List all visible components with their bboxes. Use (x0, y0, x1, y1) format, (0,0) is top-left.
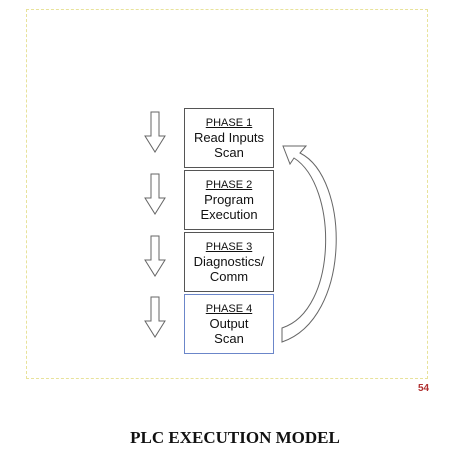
phase-text: Comm (209, 269, 249, 284)
down-arrow-icon (144, 296, 166, 338)
phase-text: Scan (214, 145, 244, 160)
phase-4-box: PHASE 4 Output Scan (184, 294, 274, 354)
phase-text: Scan (214, 331, 244, 346)
return-arrow-icon (281, 145, 337, 343)
slide-frame (26, 9, 428, 379)
phase-heading: PHASE 3 (205, 241, 253, 253)
down-arrow-icon (144, 235, 166, 277)
phase-3-box: PHASE 3 Diagnostics/ Comm (184, 232, 274, 292)
phase-heading: PHASE 1 (205, 117, 253, 129)
phase-text: Diagnostics/ (193, 254, 265, 269)
phase-text: Output (209, 316, 249, 331)
page-number: 54 (418, 383, 430, 394)
phase-text: Execution (200, 207, 258, 222)
phase-heading: PHASE 2 (205, 179, 253, 191)
down-arrow-icon (144, 173, 166, 215)
down-arrow-icon (144, 111, 166, 153)
phase-text: Program (204, 192, 254, 207)
phase-heading: PHASE 4 (205, 303, 253, 315)
phase-text: Read Inputs (193, 130, 265, 145)
diagram-caption: PLC EXECUTION MODEL (130, 428, 340, 447)
phase-1-box: PHASE 1 Read Inputs Scan (184, 108, 274, 168)
phase-2-box: PHASE 2 Program Execution (184, 170, 274, 230)
